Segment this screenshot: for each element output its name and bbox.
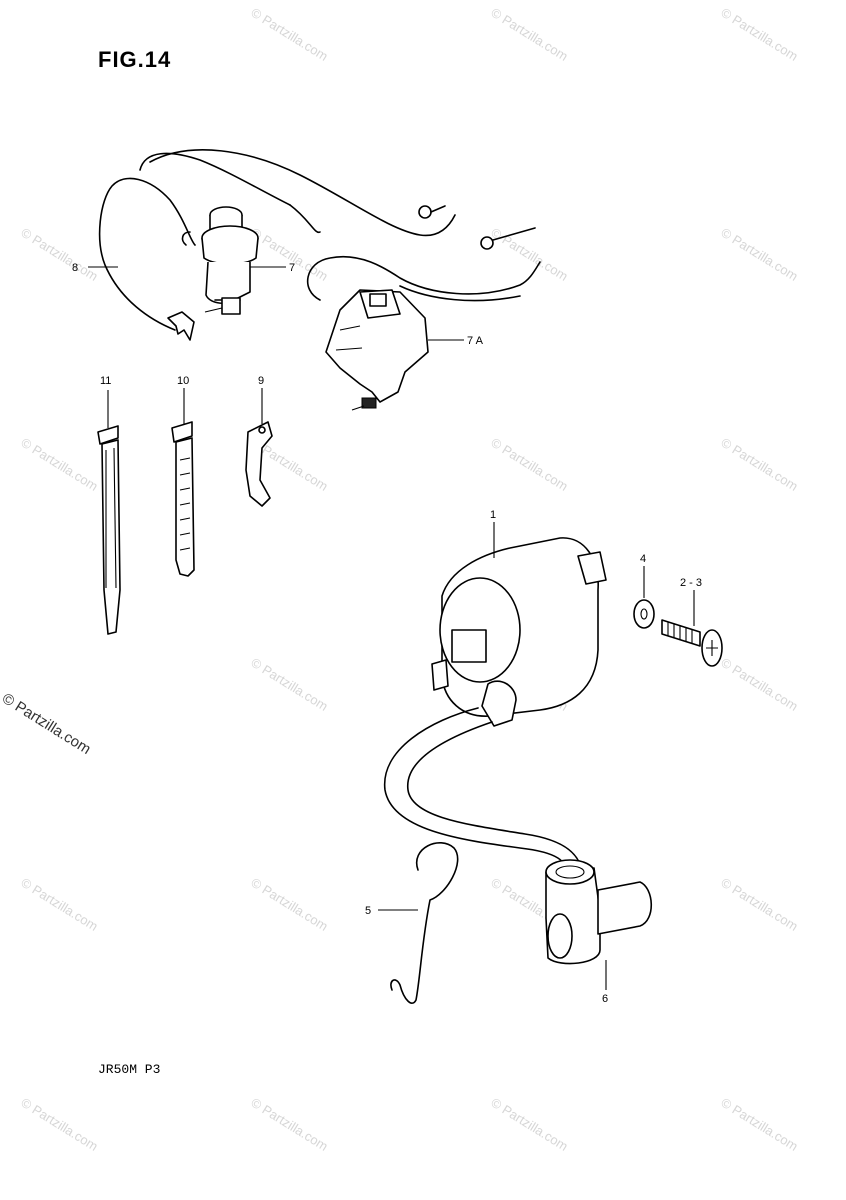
watermark-tile: © Partzilla.com	[248, 655, 330, 714]
callout-leaders	[88, 266, 695, 990]
callout-7: 7	[289, 262, 295, 274]
watermark-tile: © Partzilla.com	[718, 655, 800, 714]
callout-11: 11	[100, 375, 111, 387]
watermark-tile: © Partzilla.com	[248, 875, 330, 934]
callout-1: 1	[490, 509, 496, 521]
watermark-tile: © Partzilla.com	[18, 875, 100, 934]
part-5-spring-clip	[390, 842, 459, 1004]
watermark-tile: © Partzilla.com	[488, 1095, 570, 1154]
part-4-washer	[633, 599, 655, 629]
watermark-tile: © Partzilla.com	[718, 875, 800, 934]
callout-8: 8	[72, 262, 78, 274]
watermark-tile: © Partzilla.com	[488, 5, 570, 64]
watermark-tile: © Partzilla.com	[18, 225, 100, 284]
callout-7a: 7 A	[467, 335, 484, 347]
watermark-tile: © Partzilla.com	[248, 5, 330, 64]
callout-9: 9	[258, 375, 264, 387]
watermark-tile: © Partzilla.com	[248, 225, 330, 284]
watermark-tile: © Partzilla.com	[718, 225, 800, 284]
watermark-tile: © Partzilla.com	[718, 5, 800, 64]
part-8-wire-harness	[98, 149, 456, 341]
watermark-tile: © Partzilla.com	[18, 435, 100, 494]
figure-title: FIG.14	[98, 47, 172, 72]
part-9-wire-clamp	[245, 421, 273, 507]
model-code: JR50M P3	[98, 1062, 161, 1077]
watermark-tile: © Partzilla.com	[248, 1095, 330, 1154]
watermark-tile: © Partzilla.com	[18, 1095, 100, 1154]
watermark-tile: © Partzilla.com	[718, 1095, 800, 1154]
part-11-long-clamp	[97, 425, 121, 635]
callout-2-3: 2 - 3	[680, 577, 702, 589]
callout-labels: 8 7 7 A 11 10 9 1 4 2 - 3 5 6	[72, 262, 702, 1005]
part-2-3-bolt	[661, 619, 723, 667]
part-1-ignition-coil	[383, 537, 607, 881]
callout-4: 4	[640, 553, 646, 565]
watermark-tile: © Partzilla.com	[718, 435, 800, 494]
part-7-kill-switch	[181, 206, 259, 315]
part-10-short-clamp	[171, 421, 195, 577]
callout-5: 5	[365, 905, 371, 917]
callout-6: 6	[602, 993, 608, 1005]
part-7a-handlebar-switch	[306, 227, 541, 411]
watermark-tile: © Partzilla.com	[488, 435, 570, 494]
callout-10: 10	[177, 375, 189, 387]
watermark-tile: © Partzilla.com	[488, 225, 570, 284]
part-6-plug-cap	[545, 859, 652, 965]
